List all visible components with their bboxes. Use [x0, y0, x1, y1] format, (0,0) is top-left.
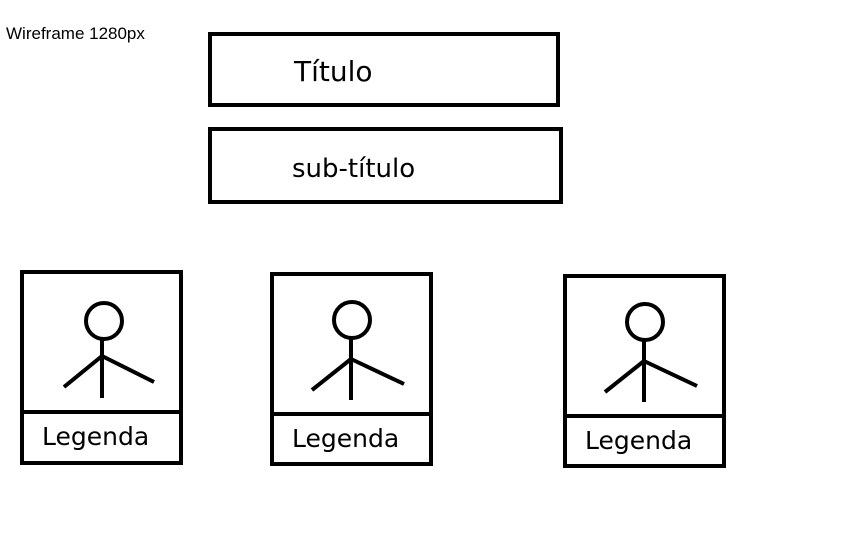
page-subtitle: sub-título: [292, 154, 416, 184]
wireframe-label: Wireframe 1280px: [6, 24, 145, 43]
stick-figure-icon: [274, 276, 429, 412]
card-divider: [20, 410, 179, 414]
card-caption: Legenda: [42, 422, 150, 451]
card-divider: [270, 412, 429, 416]
card-caption: Legenda: [292, 424, 400, 453]
title-box: Título: [208, 32, 560, 107]
card-2: Legenda: [270, 272, 433, 466]
card-divider: [563, 414, 722, 418]
card-1: Legenda: [20, 270, 183, 465]
subtitle-box: sub-título: [208, 127, 563, 204]
stick-figure-icon: [567, 278, 722, 414]
stick-figure-icon: [24, 274, 179, 410]
card-caption: Legenda: [585, 426, 693, 455]
page-title: Título: [294, 55, 373, 88]
card-3: Legenda: [563, 274, 726, 468]
